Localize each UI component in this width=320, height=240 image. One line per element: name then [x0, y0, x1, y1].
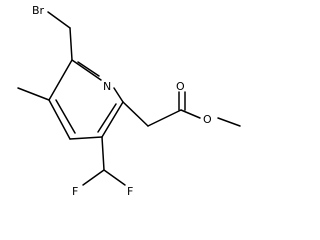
fluorine-left-label: F [72, 185, 78, 198]
bond-c2-n1-inner [77, 61, 100, 77]
fluorine-right-label: F [127, 185, 133, 198]
bond-c3-methyl [17, 87, 50, 101]
bond-carbonyl-ester-o [180, 109, 201, 119]
bond-c6-ch2 [122, 101, 149, 127]
bond-ch2-c2 [69, 27, 73, 61]
bond-c4-c3-inner [55, 99, 76, 134]
carbonyl-oxygen-label: O [176, 80, 185, 93]
chemical-structure: Br N O O F F [17, 4, 241, 198]
bond-ch2-carbonyl [147, 109, 182, 127]
bond-c4-c3 [48, 99, 71, 140]
bond-ester-o-methyl [217, 117, 241, 127]
bond-c5-c4 [69, 136, 103, 140]
bond-chf2-f-left [82, 169, 105, 186]
bond-chf2-f-right [103, 169, 126, 186]
bond-c3-c2 [48, 59, 73, 101]
ring-nitrogen-label: N [103, 80, 111, 93]
bromine-label: Br [32, 4, 45, 17]
ester-oxygen-label: O [203, 113, 212, 126]
bond-c6-c5-inner [97, 103, 117, 133]
bond-n1-c6 [113, 87, 124, 103]
bond-br-ch2 [47, 11, 71, 29]
bond-c5-chf2 [101, 136, 105, 171]
bond-c2-n1 [71, 59, 102, 81]
bond-c6-c5 [101, 101, 124, 138]
